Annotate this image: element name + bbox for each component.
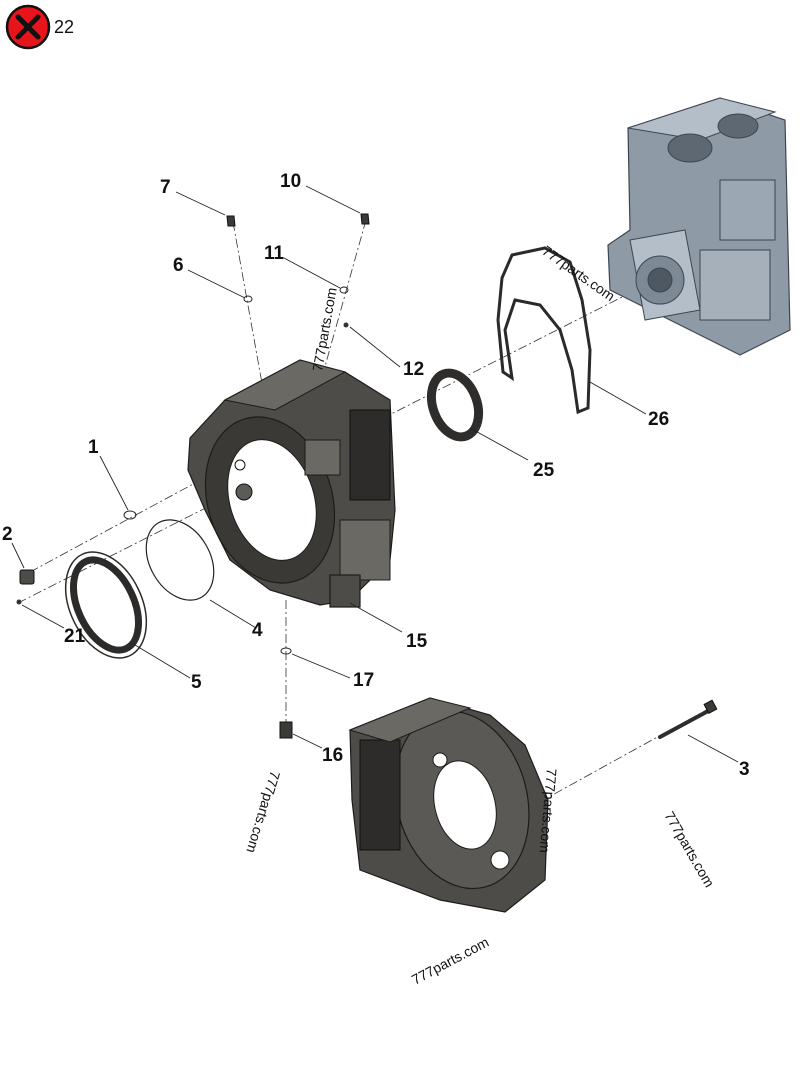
callout-25: 25 [533,460,555,481]
callout-4: 4 [252,620,263,641]
callout-2: 2 [2,524,13,545]
plug-16 [279,721,293,739]
callout-7: 7 [160,177,171,198]
watermark-6: 777parts.com [661,809,717,890]
stud-3 [658,699,718,739]
pin-21 [16,599,22,605]
washer-1 [123,510,137,520]
callout-5: 5 [191,672,202,693]
callout-16: 16 [322,745,343,766]
callout-26: 26 [648,409,669,430]
washer-11 [339,286,349,294]
pin-12 [343,322,349,328]
callout-17: 17 [353,670,374,691]
washer-6 [243,295,253,303]
diagram-count: 22 [54,17,74,37]
callout-1: 1 [88,437,99,458]
rear-housing [348,697,549,913]
callout-10: 10 [280,171,301,192]
callout-6: 6 [173,255,184,276]
callout-11: 11 [264,243,285,264]
callout-labels: 1 2 3 4 5 6 7 10 11 12 15 16 17 21 25 26 [2,171,750,780]
callout-15: 15 [406,631,428,652]
rear-gasket [496,246,592,415]
watermark-1: 777parts.com [309,286,339,372]
flywheel-housing [187,359,396,608]
watermark-4: 777parts.com [537,768,560,854]
plug-2 [19,569,35,585]
close-badge[interactable] [5,4,51,50]
o-ring-4 [145,519,215,601]
engine-block [607,97,791,356]
screw-10 [360,213,370,225]
x-close-icon [15,14,41,40]
leader-lines [11,185,739,763]
callout-21: 21 [64,626,86,647]
watermark-3: 777parts.com [243,769,283,855]
watermark-2: 777parts.com [539,242,618,304]
screw-7 [226,215,236,227]
callout-12: 12 [403,359,424,380]
washer-17 [280,647,292,655]
watermark-5: 777parts.com [409,934,491,988]
callout-3: 3 [739,759,750,780]
seal-plate-5 [64,551,148,659]
seal-ring-25 [426,368,484,442]
